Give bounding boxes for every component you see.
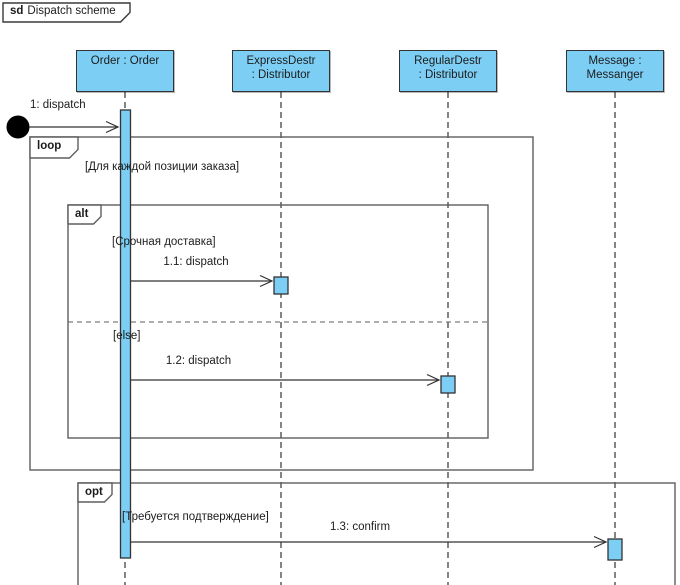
alt-guard-else[interactable]: [else] [113,330,141,342]
lifeline-head-label: Order : Order [90,55,160,67]
message-1-3-label[interactable]: 1.3: confirm [329,521,391,533]
alt-guard-urgent[interactable]: [Срочная доставка] [112,236,216,248]
lifeline-head-label: : Distributor [418,69,478,81]
opt-keyword[interactable]: opt [85,486,103,498]
lifeline-head-label: Message : [588,55,642,67]
activation-expressdestr[interactable] [273,276,289,295]
lifeline-head-label: : Distributor [251,69,311,81]
opt-guard[interactable]: [Требуется подтверждение] [122,511,269,523]
loop-guard[interactable]: [Для каждой позиции заказа] [85,161,240,173]
diagram-keyword: sd [10,5,24,17]
found-message-circle[interactable] [6,115,30,139]
lifeline-head-label: RegularDestr [414,55,482,67]
open-arrowhead-icon [259,274,274,288]
activation-order[interactable] [119,109,132,559]
activation-messanger[interactable] [607,538,623,561]
opt-fragment-frame[interactable] [77,482,676,585]
lifeline-head-messanger[interactable]: Message : Messanger [566,50,664,92]
open-arrowhead-icon [426,373,441,387]
diagram-title-pentagon [2,2,131,23]
loop-fragment-frame[interactable] [29,136,534,471]
lifeline-head-order[interactable]: Order : Order [76,50,174,92]
opt-keyword-pentagon[interactable] [77,482,113,503]
open-arrowhead-icon [105,120,120,134]
diagram-title-text: Dispatch scheme [27,5,116,17]
open-arrowhead-icon [593,535,608,549]
lifeline-head-regulardestr[interactable]: RegularDestr : Distributor [399,50,497,92]
message-1-2-label[interactable]: 1.2: dispatch [165,355,232,367]
lifeline-head-expressdestr[interactable]: ExpressDestr : Distributor [232,50,330,92]
message-1-1-label[interactable]: 1.1: dispatch [163,256,229,268]
message-1-label[interactable]: 1: dispatch [30,99,86,111]
loop-keyword[interactable]: loop [37,140,62,152]
alt-keyword[interactable]: alt [75,208,89,220]
lifeline-head-label: ExpressDestr [246,55,316,67]
alt-keyword-pentagon[interactable] [67,204,102,225]
lifeline-head-label: Messanger [586,69,644,81]
activation-regulardestr[interactable] [440,375,456,394]
loop-keyword-pentagon[interactable] [29,136,79,159]
